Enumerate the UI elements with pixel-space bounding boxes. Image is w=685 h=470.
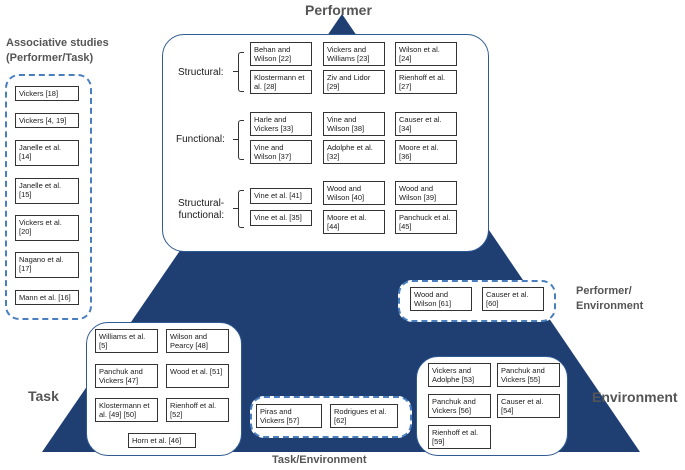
- ref-box: Causer et al. [60]: [482, 287, 544, 311]
- ref-box: Adolphe et al. [32]: [323, 140, 385, 164]
- ref-box: Wilson and Pearcy [48]: [166, 329, 229, 353]
- ref-box: Vickers [4, 19]: [15, 113, 79, 128]
- structural-functional-label: Structural- functional:: [178, 198, 225, 221]
- ref-box: Wood and Wilson [39]: [395, 181, 457, 205]
- ref-box: Rienhoff et al. [52]: [166, 398, 229, 422]
- associative-label: Associative studies (Performer/Task): [6, 37, 109, 64]
- performer-environment-label: Performer/ Environment: [576, 285, 644, 312]
- ref-box: Wilson et al. [24]: [395, 42, 457, 66]
- ref-box: Mann et al. [16]: [15, 290, 79, 305]
- ref-box: Rienhoff et al. [59]: [428, 425, 491, 449]
- task-environment-label: Task/Environment: [272, 454, 367, 466]
- ref-box: Causer et al. [54]: [497, 394, 560, 418]
- performer-label: Performer: [305, 2, 372, 18]
- ref-box: Vickers and Adolphe [53]: [428, 363, 491, 387]
- ref-box: Wood and Wilson [40]: [323, 181, 385, 205]
- ref-box: Klostermann et al. [49] [50]: [95, 398, 158, 422]
- ref-box: Moore et al. [36]: [395, 140, 457, 164]
- ref-box: Piras and Vickers [57]: [256, 404, 322, 428]
- brace-tick: [233, 139, 238, 140]
- ref-box: Vine et al. [35]: [250, 210, 312, 226]
- ref-box: Causer et al. [34]: [395, 112, 457, 136]
- ref-box: Panchuk and Vickers [56]: [428, 394, 491, 418]
- ref-box: Nagano et al. [17]: [15, 252, 79, 278]
- ref-box: Ziv and Lidor [29]: [323, 70, 385, 94]
- ref-box: Panchuk and Vickers [47]: [95, 364, 158, 388]
- ref-box: Janelle et al. [15]: [15, 178, 79, 204]
- structural-label: Structural:: [178, 67, 224, 78]
- ref-box: Moore et al. [44]: [323, 210, 385, 234]
- brace-tick: [233, 208, 238, 209]
- ref-box: Vine and Wilson [38]: [323, 112, 385, 136]
- environment-label: Environment: [592, 389, 678, 405]
- ref-box: Harle and Vickers [33]: [250, 112, 312, 136]
- ref-box: Rienhoff et al. [27]: [395, 70, 457, 94]
- ref-box: Wood and Wilson [61]: [410, 287, 472, 311]
- ref-box: Vickers et al. [20]: [15, 215, 79, 241]
- ref-box: Janelle et al. [14]: [15, 140, 79, 166]
- brace: [238, 120, 244, 160]
- ref-box: Vine and Wilson [37]: [250, 140, 312, 164]
- ref-box: Horn et al. [46]: [128, 433, 196, 448]
- ref-box: Williams et al. [5]: [95, 329, 158, 353]
- ref-box: Vine et al. [41]: [250, 188, 312, 204]
- brace: [238, 190, 244, 228]
- ref-box: Panchuck et al. [45]: [395, 210, 457, 234]
- ref-box: Wood et al. [51]: [166, 364, 229, 388]
- task-label: Task: [28, 388, 59, 404]
- ref-box: Vickers [18]: [15, 86, 79, 101]
- ref-box: Behan and Wilson [22]: [250, 42, 312, 66]
- ref-box: Panchuk and Vickers [55]: [497, 363, 560, 387]
- brace: [238, 52, 244, 92]
- ref-box: Rodrigues et al. [62]: [330, 404, 398, 428]
- functional-label: Functional:: [176, 134, 225, 145]
- brace-tick: [233, 71, 238, 72]
- ref-box: Vickers and Williams [23]: [323, 42, 385, 66]
- ref-box: Klostermann et al. [28]: [250, 70, 312, 94]
